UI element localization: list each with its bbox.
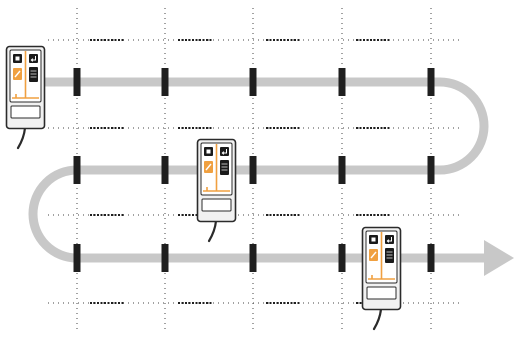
serpentine-arrow-path bbox=[28, 77, 514, 276]
row-1-marker-4 bbox=[338, 68, 346, 96]
edit-icon-glyph bbox=[205, 163, 212, 171]
enter-icon bbox=[385, 235, 394, 244]
row-2-marker-5 bbox=[427, 156, 435, 184]
square-icon-inner bbox=[371, 237, 376, 242]
row-3-marker-2 bbox=[161, 244, 169, 272]
row-3-marker-4 bbox=[338, 244, 346, 272]
device-window bbox=[366, 286, 397, 300]
cable-icon bbox=[372, 307, 383, 331]
reader-devices bbox=[5, 45, 402, 331]
edit-icon-glyph bbox=[370, 251, 377, 259]
row-1-marker-3 bbox=[249, 68, 257, 96]
enter-icon-glyph bbox=[30, 56, 36, 62]
path-track bbox=[28, 77, 490, 263]
edit-icon-glyph bbox=[14, 70, 21, 78]
display-panel-icon bbox=[220, 160, 229, 175]
device-window bbox=[201, 198, 232, 212]
device-row-2 bbox=[196, 138, 237, 243]
enter-icon-glyph bbox=[386, 237, 392, 243]
row-2-marker-1 bbox=[73, 156, 81, 184]
row-1-marker-2 bbox=[161, 68, 169, 96]
row-1-marker-5 bbox=[427, 68, 435, 96]
enter-icon bbox=[220, 147, 229, 156]
enter-icon-glyph bbox=[221, 149, 227, 155]
dotted-grid bbox=[48, 8, 462, 333]
row-2-marker-4 bbox=[338, 156, 346, 184]
device-window bbox=[10, 105, 41, 119]
row-3-marker-5 bbox=[427, 244, 435, 272]
device-row-3 bbox=[361, 226, 402, 331]
display-panel-icon bbox=[385, 248, 394, 263]
row-3-marker-3 bbox=[249, 244, 257, 272]
cable-icon bbox=[207, 219, 218, 243]
enter-icon bbox=[29, 54, 38, 63]
square-icon-inner bbox=[206, 149, 211, 154]
square-icon-inner bbox=[15, 56, 20, 61]
row-2-marker-2 bbox=[161, 156, 169, 184]
row-markers bbox=[73, 68, 435, 272]
row-2-marker-3 bbox=[249, 156, 257, 184]
arrow-head-icon bbox=[484, 240, 514, 276]
cable-icon bbox=[16, 126, 27, 150]
row-1-marker-1 bbox=[73, 68, 81, 96]
device-row-1 bbox=[5, 45, 46, 150]
row-3-marker-1 bbox=[73, 244, 81, 272]
display-panel-icon bbox=[29, 67, 38, 82]
